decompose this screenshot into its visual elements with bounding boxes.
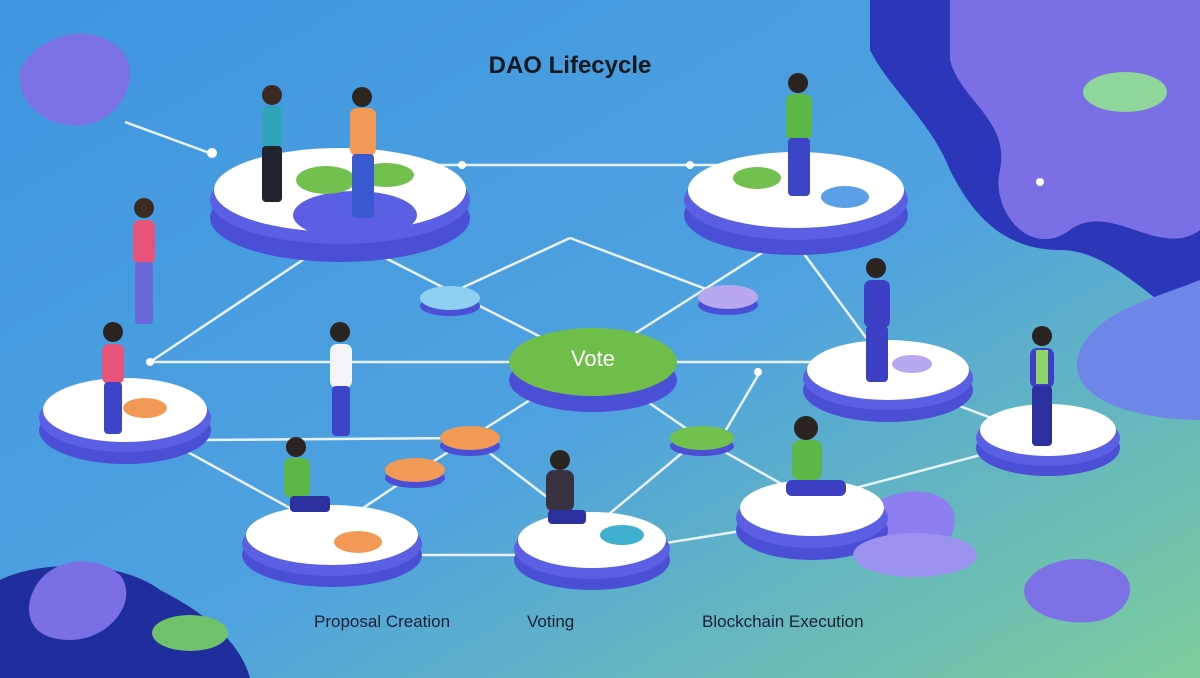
person-figure bbox=[786, 73, 812, 196]
speech-bubble bbox=[420, 286, 480, 310]
person-figure bbox=[262, 85, 282, 202]
person-figure bbox=[102, 322, 124, 434]
speech-bubble bbox=[334, 531, 382, 553]
right-purple-wave bbox=[1076, 280, 1200, 420]
speech-bubble bbox=[821, 186, 869, 208]
person-figure bbox=[133, 198, 155, 324]
person-figure bbox=[1030, 326, 1054, 446]
bottom-left-purple-leaf bbox=[29, 561, 127, 640]
person-figure bbox=[350, 87, 376, 218]
speech-bubble bbox=[296, 166, 356, 194]
diagram-title: DAO Lifecycle bbox=[488, 52, 652, 79]
bottom-right-purple-leaf bbox=[1024, 558, 1131, 623]
connector-dots bbox=[146, 148, 1044, 376]
person-figure bbox=[786, 416, 846, 496]
speech-bubble bbox=[440, 426, 500, 450]
bottom-left-green-cloud bbox=[152, 615, 228, 651]
platform-bottom-left bbox=[242, 505, 422, 587]
platform-bottom-right bbox=[736, 480, 977, 577]
speech-bubble bbox=[698, 285, 758, 309]
top-right-purple-blob bbox=[950, 0, 1200, 240]
person-figure bbox=[330, 322, 352, 436]
person-figure bbox=[284, 437, 330, 512]
platform-bottom-center bbox=[514, 512, 670, 590]
top-left-purple-leaf bbox=[19, 33, 131, 126]
platform-left bbox=[39, 378, 211, 464]
top-right-green-cloud bbox=[1083, 72, 1167, 112]
person-figure bbox=[546, 450, 586, 524]
caption-proposal-creation: Proposal Creation bbox=[314, 612, 451, 631]
vote-node bbox=[509, 328, 677, 412]
caption-blockchain-execution: Blockchain Execution bbox=[702, 612, 864, 631]
platform-top-right bbox=[684, 152, 908, 255]
person-figure bbox=[864, 258, 890, 382]
speech-bubble bbox=[892, 355, 932, 373]
caption-voting: Voting bbox=[527, 612, 575, 631]
people bbox=[102, 73, 1054, 524]
floating-bubbles bbox=[385, 285, 758, 488]
speech-bubble bbox=[733, 167, 781, 189]
speech-bubble bbox=[385, 458, 445, 482]
platform-top-left bbox=[210, 148, 470, 262]
speech-bubble bbox=[600, 525, 644, 545]
vote-node-label: Vote bbox=[570, 346, 616, 371]
speech-bubble bbox=[670, 426, 734, 450]
speech-bubble bbox=[123, 398, 167, 418]
